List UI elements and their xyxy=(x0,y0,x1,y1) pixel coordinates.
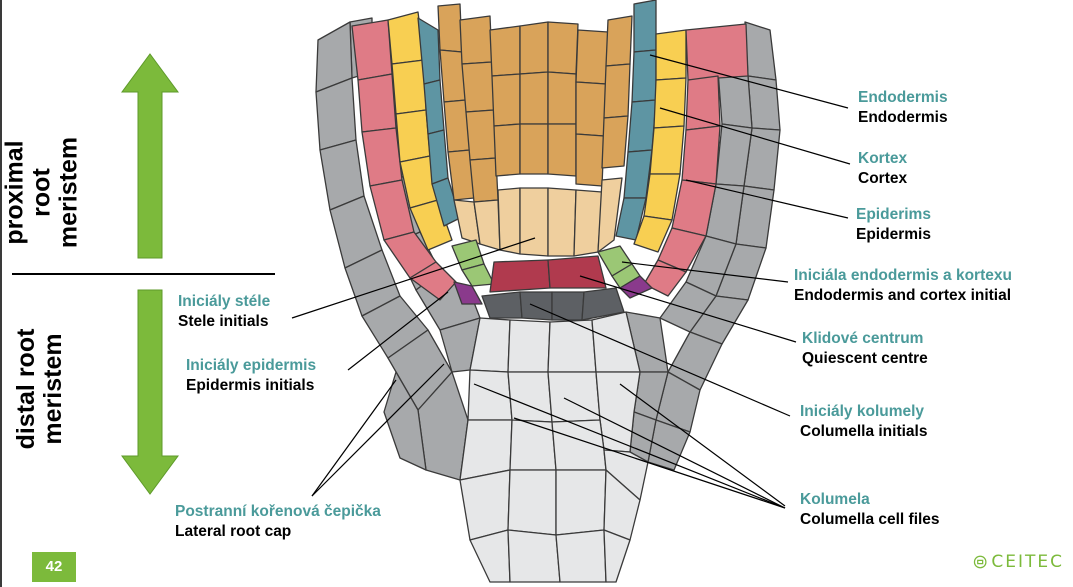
label-lrc-cz: Postranní kořenová čepička xyxy=(175,502,381,522)
label-columella: Kolumela Columella cell files xyxy=(800,490,940,530)
label-epiderims-en: Epidermis xyxy=(856,225,931,245)
label-endodermis-cz: Endodermis xyxy=(858,88,948,108)
label-columella-cz: Kolumela xyxy=(800,490,940,510)
label-quiescent-centre: Klidové centrum Quiescent centre xyxy=(802,329,928,369)
label-columella-en: Columella cell files xyxy=(800,510,940,530)
ceitec-logo-text: CEITEC xyxy=(991,552,1064,572)
label-endodermis: Endodermis Endodermis xyxy=(858,88,948,128)
label-lateral-root-cap: Postranní kořenová čepička Lateral root … xyxy=(175,502,381,542)
columella-initials xyxy=(482,288,624,320)
label-qc-cz: Klidové centrum xyxy=(802,329,928,349)
ceitec-logo-icon xyxy=(972,553,988,571)
label-epiderims: Epiderims Epidermis xyxy=(856,205,931,245)
label-ec-initial-cz: Iniciála endodermis a kortexu xyxy=(794,266,1012,286)
label-lrc-en: Lateral root cap xyxy=(175,522,381,542)
label-epiderims-cz: Epiderims xyxy=(856,205,931,225)
label-kortex: Kortex Cortex xyxy=(858,149,907,189)
label-stele-initials-en: Stele initials xyxy=(178,312,270,332)
label-ec-initial-en: Endodermis and cortex initial xyxy=(794,286,1012,306)
quiescent-centre xyxy=(490,256,606,292)
label-kortex-en: Cortex xyxy=(858,169,907,189)
label-stele-initials-cz: Iniciály stéle xyxy=(178,292,270,312)
label-epidermis-initials: Iniciály epidermis Epidermis initials xyxy=(186,356,316,396)
label-kortex-cz: Kortex xyxy=(858,149,907,169)
columella-cells xyxy=(460,312,648,582)
label-endodermis-en: Endodermis xyxy=(858,108,948,128)
stele-cells xyxy=(438,4,632,202)
label-col-initials-cz: Iniciály kolumely xyxy=(800,402,927,422)
ceitec-logo: CEITEC xyxy=(972,551,1064,573)
label-endodermis-cortex-initial: Iniciála endodermis a kortexu Endodermis… xyxy=(794,266,1012,306)
label-qc-en: Quiescent centre xyxy=(802,349,928,369)
label-col-initials-en: Columella initials xyxy=(800,422,927,442)
slide-number: 42 xyxy=(32,552,76,582)
label-epidermis-initials-cz: Iniciály epidermis xyxy=(186,356,316,376)
label-epidermis-initials-en: Epidermis initials xyxy=(186,376,316,396)
label-stele-initials: Iniciály stéle Stele initials xyxy=(178,292,270,332)
label-columella-initials: Iniciály kolumely Columella initials xyxy=(800,402,927,442)
